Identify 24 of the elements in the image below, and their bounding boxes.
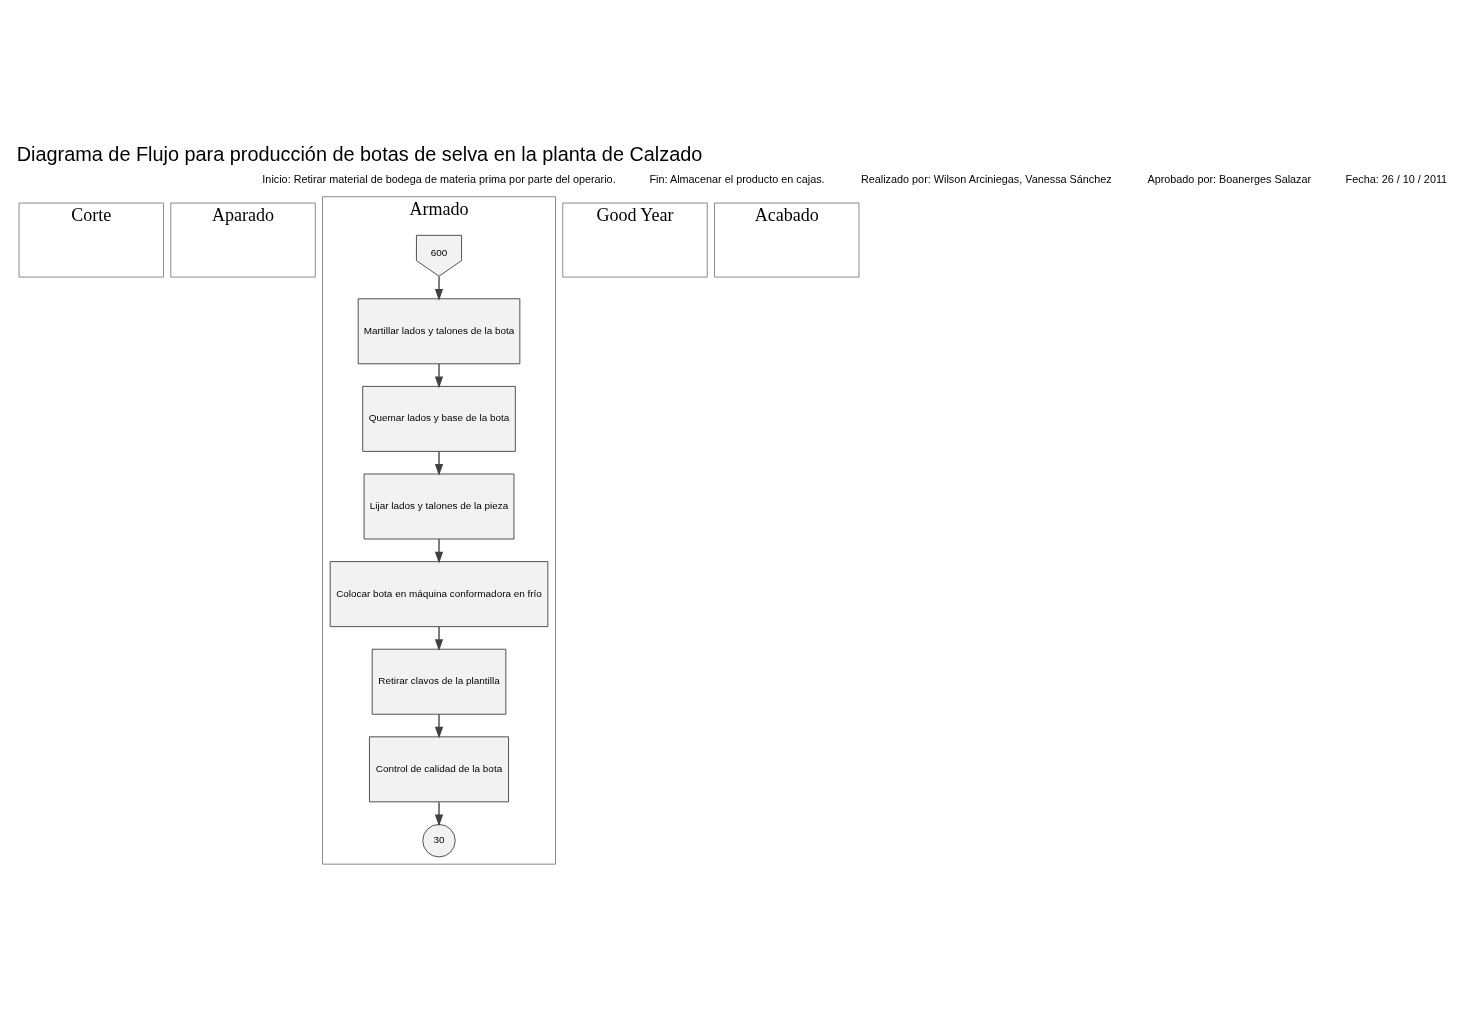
- node-circle: 30: [422, 823, 456, 857]
- arrow: [434, 362, 444, 388]
- node-box: Aparado: [170, 202, 316, 278]
- arrow: [434, 450, 444, 476]
- label: Inicio: Retirar material de bodega de materia prima por parte del operario.: [262, 172, 616, 185]
- node-box: Martillar lados y talones de la bota: [357, 297, 521, 364]
- node-box: Lijar lados y talones de la pieza: [363, 473, 515, 539]
- node-box: Acabado: [714, 202, 860, 278]
- node-box: Control de calidad de la bota: [369, 735, 509, 802]
- label: Realizado por: Wilson Arciniegas, Vanessa Sánchez: [860, 172, 1112, 185]
- label: Fin: Almacenar el producto en cajas.: [649, 172, 825, 185]
- node-box: Colocar bota en máquina conformadora en frío: [329, 560, 549, 627]
- node-box: Corte: [18, 202, 164, 278]
- arrow: [434, 713, 444, 739]
- diagram-title: Diagrama de Flujo para producción de botas de selva en la planta de Calzado: [16, 142, 703, 165]
- label: Fecha: 26 / 10 / 2011: [1345, 172, 1448, 185]
- arrow: [434, 625, 444, 651]
- arrow: [434, 800, 444, 826]
- arrow: [434, 275, 444, 301]
- label: Aprobado por: Boanerges Salazar: [1147, 172, 1312, 185]
- node-box: Quemar lados y base de la bota: [362, 385, 516, 452]
- arrow: [434, 537, 444, 563]
- node-box: Good Year: [562, 202, 708, 278]
- node-box: Retirar clavos de la plantilla: [371, 648, 507, 715]
